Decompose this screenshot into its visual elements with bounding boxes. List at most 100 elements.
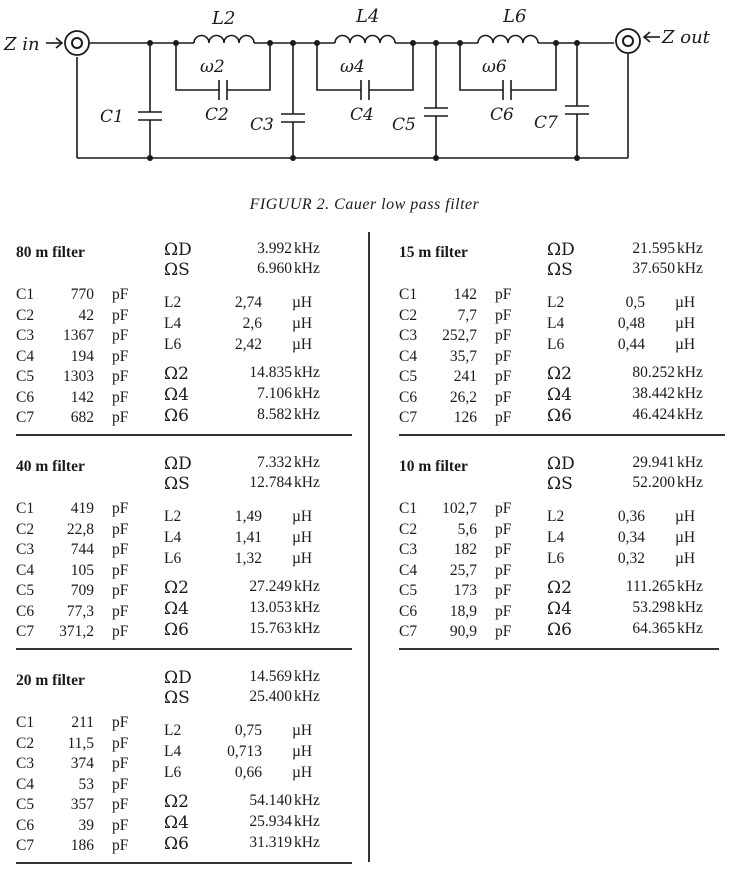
omega-value: 21.595 [632, 240, 675, 257]
capacitor-name: C2 [16, 306, 35, 324]
filter-rule [399, 434, 725, 436]
capacitor-value: 105 [70, 561, 94, 579]
capacitor-name: C5 [399, 582, 418, 599]
capacitor-name: C2 [16, 734, 35, 752]
inductor-row: L6 0,44 µH [547, 336, 717, 356]
capacitor-name: C3 [399, 327, 418, 344]
capacitor-name: C3 [399, 541, 418, 558]
capacitor-unit: pF [112, 816, 129, 834]
capacitor-name: C5 [16, 582, 35, 599]
capacitor-value: 211 [71, 714, 94, 731]
capacitor-name: C4 [16, 347, 35, 365]
capacitor-unit: pF [112, 602, 129, 620]
inductor-unit: µH [292, 722, 313, 739]
filter-schematic: Z in Z out C1 C3 C5 C7 L2 ω2 C2 L4 ω4 C4… [3, 6, 711, 161]
label-omega2: ω2 [200, 57, 225, 77]
capacitor-unit: pF [495, 306, 512, 324]
omega-symbol: ΩS [547, 260, 573, 280]
label-l6: L6 [502, 6, 526, 27]
inductor-name: L4 [547, 529, 565, 546]
omega-symbol: Ω6 [164, 620, 189, 640]
omega-symbol: ΩS [164, 688, 190, 708]
capacitor-name: C1 [16, 500, 35, 517]
omega-symbol: ΩD [547, 454, 575, 474]
capacitor-value: 11,5 [67, 734, 94, 752]
filter-title: 10 m filter [399, 458, 468, 475]
inductor-value: 0,66 [234, 764, 262, 781]
capacitor-unit: pF [112, 796, 129, 813]
capacitor-unit: pF [495, 327, 512, 344]
capacitor-unit: pF [112, 306, 129, 324]
omega-unit: kHz [677, 599, 703, 616]
inductor-name: L6 [164, 550, 182, 567]
capacitor-value: 770 [70, 286, 94, 303]
label-c5: C5 [392, 115, 416, 135]
omega-unit: kHz [677, 620, 703, 637]
inductor-unit: µH [675, 336, 696, 353]
capacitor-value: 39 [78, 816, 95, 834]
omega-unit: kHz [677, 406, 703, 423]
capacitor-value: 241 [453, 368, 477, 385]
omega-value: 64.365 [632, 620, 675, 637]
inductor-value: 0,44 [617, 336, 645, 353]
capacitor-value: 126 [453, 409, 477, 426]
inductor-value: 0,5 [625, 294, 645, 311]
schematic-wires [46, 31, 660, 159]
inductor-unit: µH [675, 550, 696, 567]
capacitor-value: 252,7 [442, 327, 477, 344]
omega-unit: kHz [677, 240, 703, 257]
capacitor-name: C2 [399, 306, 418, 324]
inductor-unit: µH [292, 550, 313, 567]
capacitor-value: 18,9 [449, 602, 477, 620]
omega-unit: kHz [294, 668, 320, 685]
omega-symbol: Ω2 [164, 364, 189, 384]
capacitor-value: 1367 [63, 327, 94, 344]
capacitor-unit: pF [495, 582, 512, 599]
inductor-name: L6 [164, 764, 182, 781]
capacitor-name: C5 [16, 796, 35, 813]
inductor-unit: µH [292, 336, 313, 353]
capacitor-unit: pF [112, 388, 129, 406]
inductor-name: L6 [547, 336, 565, 353]
capacitor-name: C1 [16, 286, 35, 303]
omega-unit: kHz [294, 474, 320, 491]
input-label: Z in [3, 34, 40, 55]
capacitor-value: 173 [453, 582, 477, 599]
omega-unit: kHz [294, 688, 320, 705]
omega-symbol: Ω4 [547, 599, 572, 619]
capacitor-value: 142 [70, 388, 94, 406]
capacitor-unit: pF [112, 409, 129, 426]
capacitor-name: C4 [16, 561, 35, 579]
input-connector-icon [64, 30, 90, 56]
capacitor-row: C5 173 pF [399, 582, 529, 602]
inductor-value: 1,32 [234, 550, 262, 567]
capacitor-unit: pF [112, 775, 129, 793]
capacitor-value: 142 [453, 286, 477, 303]
capacitor-unit: pF [112, 347, 129, 365]
capacitor-name: C7 [399, 409, 418, 426]
